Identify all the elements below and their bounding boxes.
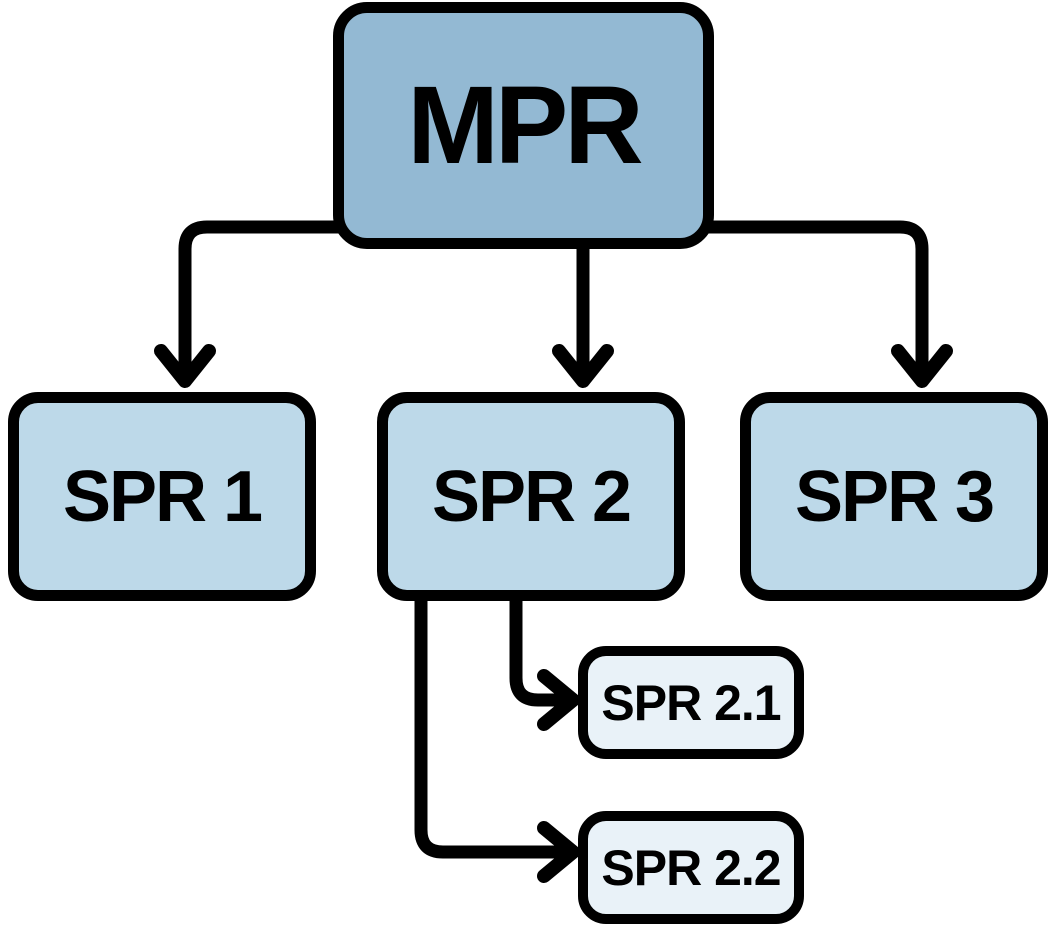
node-mpr: MPR [333, 2, 714, 249]
node-spr21: SPR 2.1 [578, 646, 804, 759]
edge-spr2-spr21 [509, 585, 580, 731]
edge-mpr-spr1 [154, 220, 351, 388]
node-spr1-label: SPR 1 [62, 456, 263, 537]
node-spr2: SPR 2 [377, 392, 685, 601]
node-spr22: SPR 2.2 [578, 811, 804, 924]
edge-spr2-spr22 [414, 585, 580, 883]
edge-mpr-spr3 [697, 220, 953, 388]
node-mpr-label: MPR [407, 64, 643, 187]
edge-mpr-spr2 [552, 233, 614, 388]
node-spr3-label: SPR 3 [794, 456, 995, 537]
node-spr21-label: SPR 2.1 [601, 674, 781, 731]
node-spr2-label: SPR 2 [431, 456, 632, 537]
node-spr22-label: SPR 2.2 [601, 839, 781, 896]
node-spr3: SPR 3 [740, 392, 1048, 601]
node-spr1: SPR 1 [8, 392, 316, 601]
